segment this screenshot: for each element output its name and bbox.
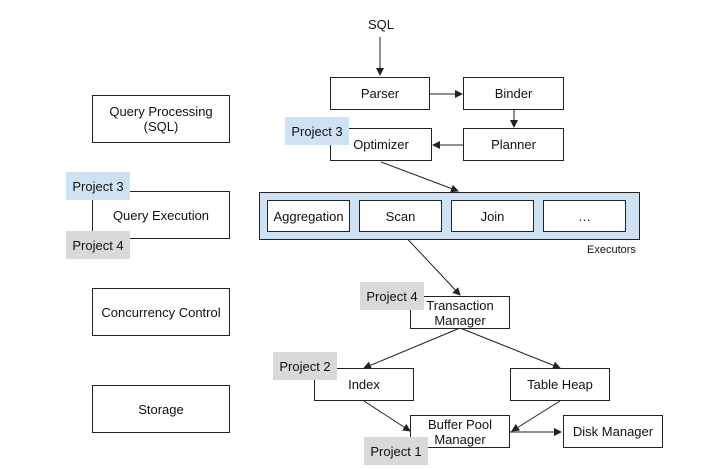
layer-concurrency-control: Concurrency Control (92, 288, 230, 336)
executor-more: … (543, 200, 626, 232)
transaction-manager-box: Transaction Manager (410, 296, 510, 329)
executor-aggregation: Aggregation (267, 200, 350, 232)
arrow-txn-to-tableheap (459, 327, 561, 370)
executors-caption: Executors (587, 244, 636, 256)
optimizer-project-3-tag: Project 3 (285, 117, 349, 145)
arrow-scan-to-txn (399, 230, 461, 296)
arrow-tableheap-to-bpm (511, 400, 561, 432)
bpm-project-1-tag: Project 1 (364, 437, 428, 465)
planner-box: Planner (463, 128, 564, 161)
executor-join: Join (451, 200, 534, 232)
binder-box: Binder (463, 77, 564, 110)
arrow-txn-to-index (363, 327, 461, 369)
layer-query-processing: Query Processing (SQL) (92, 95, 230, 143)
buffer-pool-manager-box: Buffer Pool Manager (410, 415, 510, 448)
parser-box: Parser (330, 77, 430, 110)
table-heap-box: Table Heap (510, 368, 610, 401)
index-project-2-tag: Project 2 (273, 352, 337, 380)
txn-project-4-tag: Project 4 (360, 282, 424, 310)
arrow-index-to-bpm (363, 400, 411, 432)
arrow-optimizer-to-executors (380, 161, 459, 193)
qe-project-3-tag: Project 3 (66, 172, 130, 200)
qe-project-4-tag: Project 4 (66, 231, 130, 259)
executor-scan: Scan (359, 200, 442, 232)
disk-manager-box: Disk Manager (563, 415, 663, 448)
sql-label: SQL (368, 17, 395, 32)
layer-storage: Storage (92, 385, 230, 433)
